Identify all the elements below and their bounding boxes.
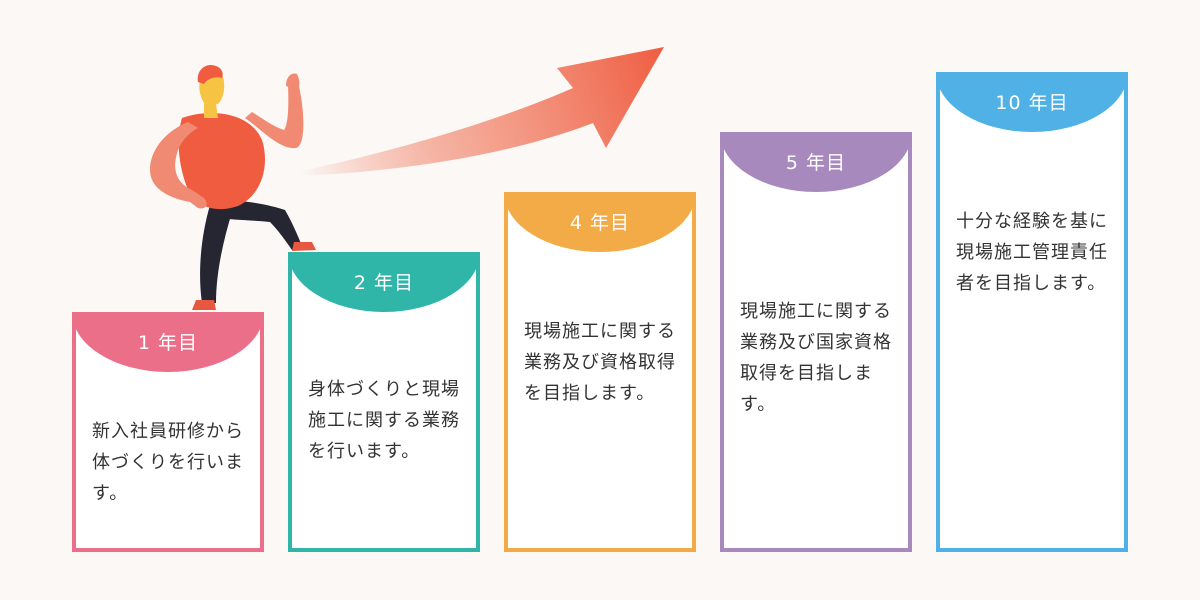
step-description: 身体づくりと現場施工に関する業務を行います。: [308, 379, 460, 462]
climbing-person-icon: [150, 64, 316, 310]
step-description: 十分な経験を基に現場施工管理責任者を目指します。: [956, 211, 1108, 294]
growth-arrow-icon: [297, 47, 664, 176]
step-card-year-10: 10 年目 十分な経験を基に現場施工管理責任者を目指します。: [936, 72, 1128, 552]
step-card-year-5: 5 年目 現場施工に関する業務及び国家資格取得を目指します。: [720, 132, 912, 552]
step-description: 新入社員研修から体づくりを行います。: [92, 421, 244, 504]
step-card-year-1: 1 年目 新入社員研修から体づくりを行います。: [72, 312, 264, 552]
step-year-label: 2 年目: [353, 272, 415, 294]
step-year-label: 10 年目: [995, 92, 1069, 114]
step-description: 現場施工に関する業務及び国家資格取得を目指します。: [740, 301, 892, 415]
step-description: 現場施工に関する業務及び資格取得を目指します。: [524, 321, 676, 404]
step-card-year-4: 4 年目 現場施工に関する業務及び資格取得を目指します。: [504, 192, 696, 552]
step-year-label: 4 年目: [569, 212, 631, 234]
step-card-year-2: 2 年目 身体づくりと現場施工に関する業務を行います。: [288, 252, 480, 552]
step-year-label: 5 年目: [785, 152, 847, 174]
step-year-label: 1 年目: [137, 332, 199, 354]
